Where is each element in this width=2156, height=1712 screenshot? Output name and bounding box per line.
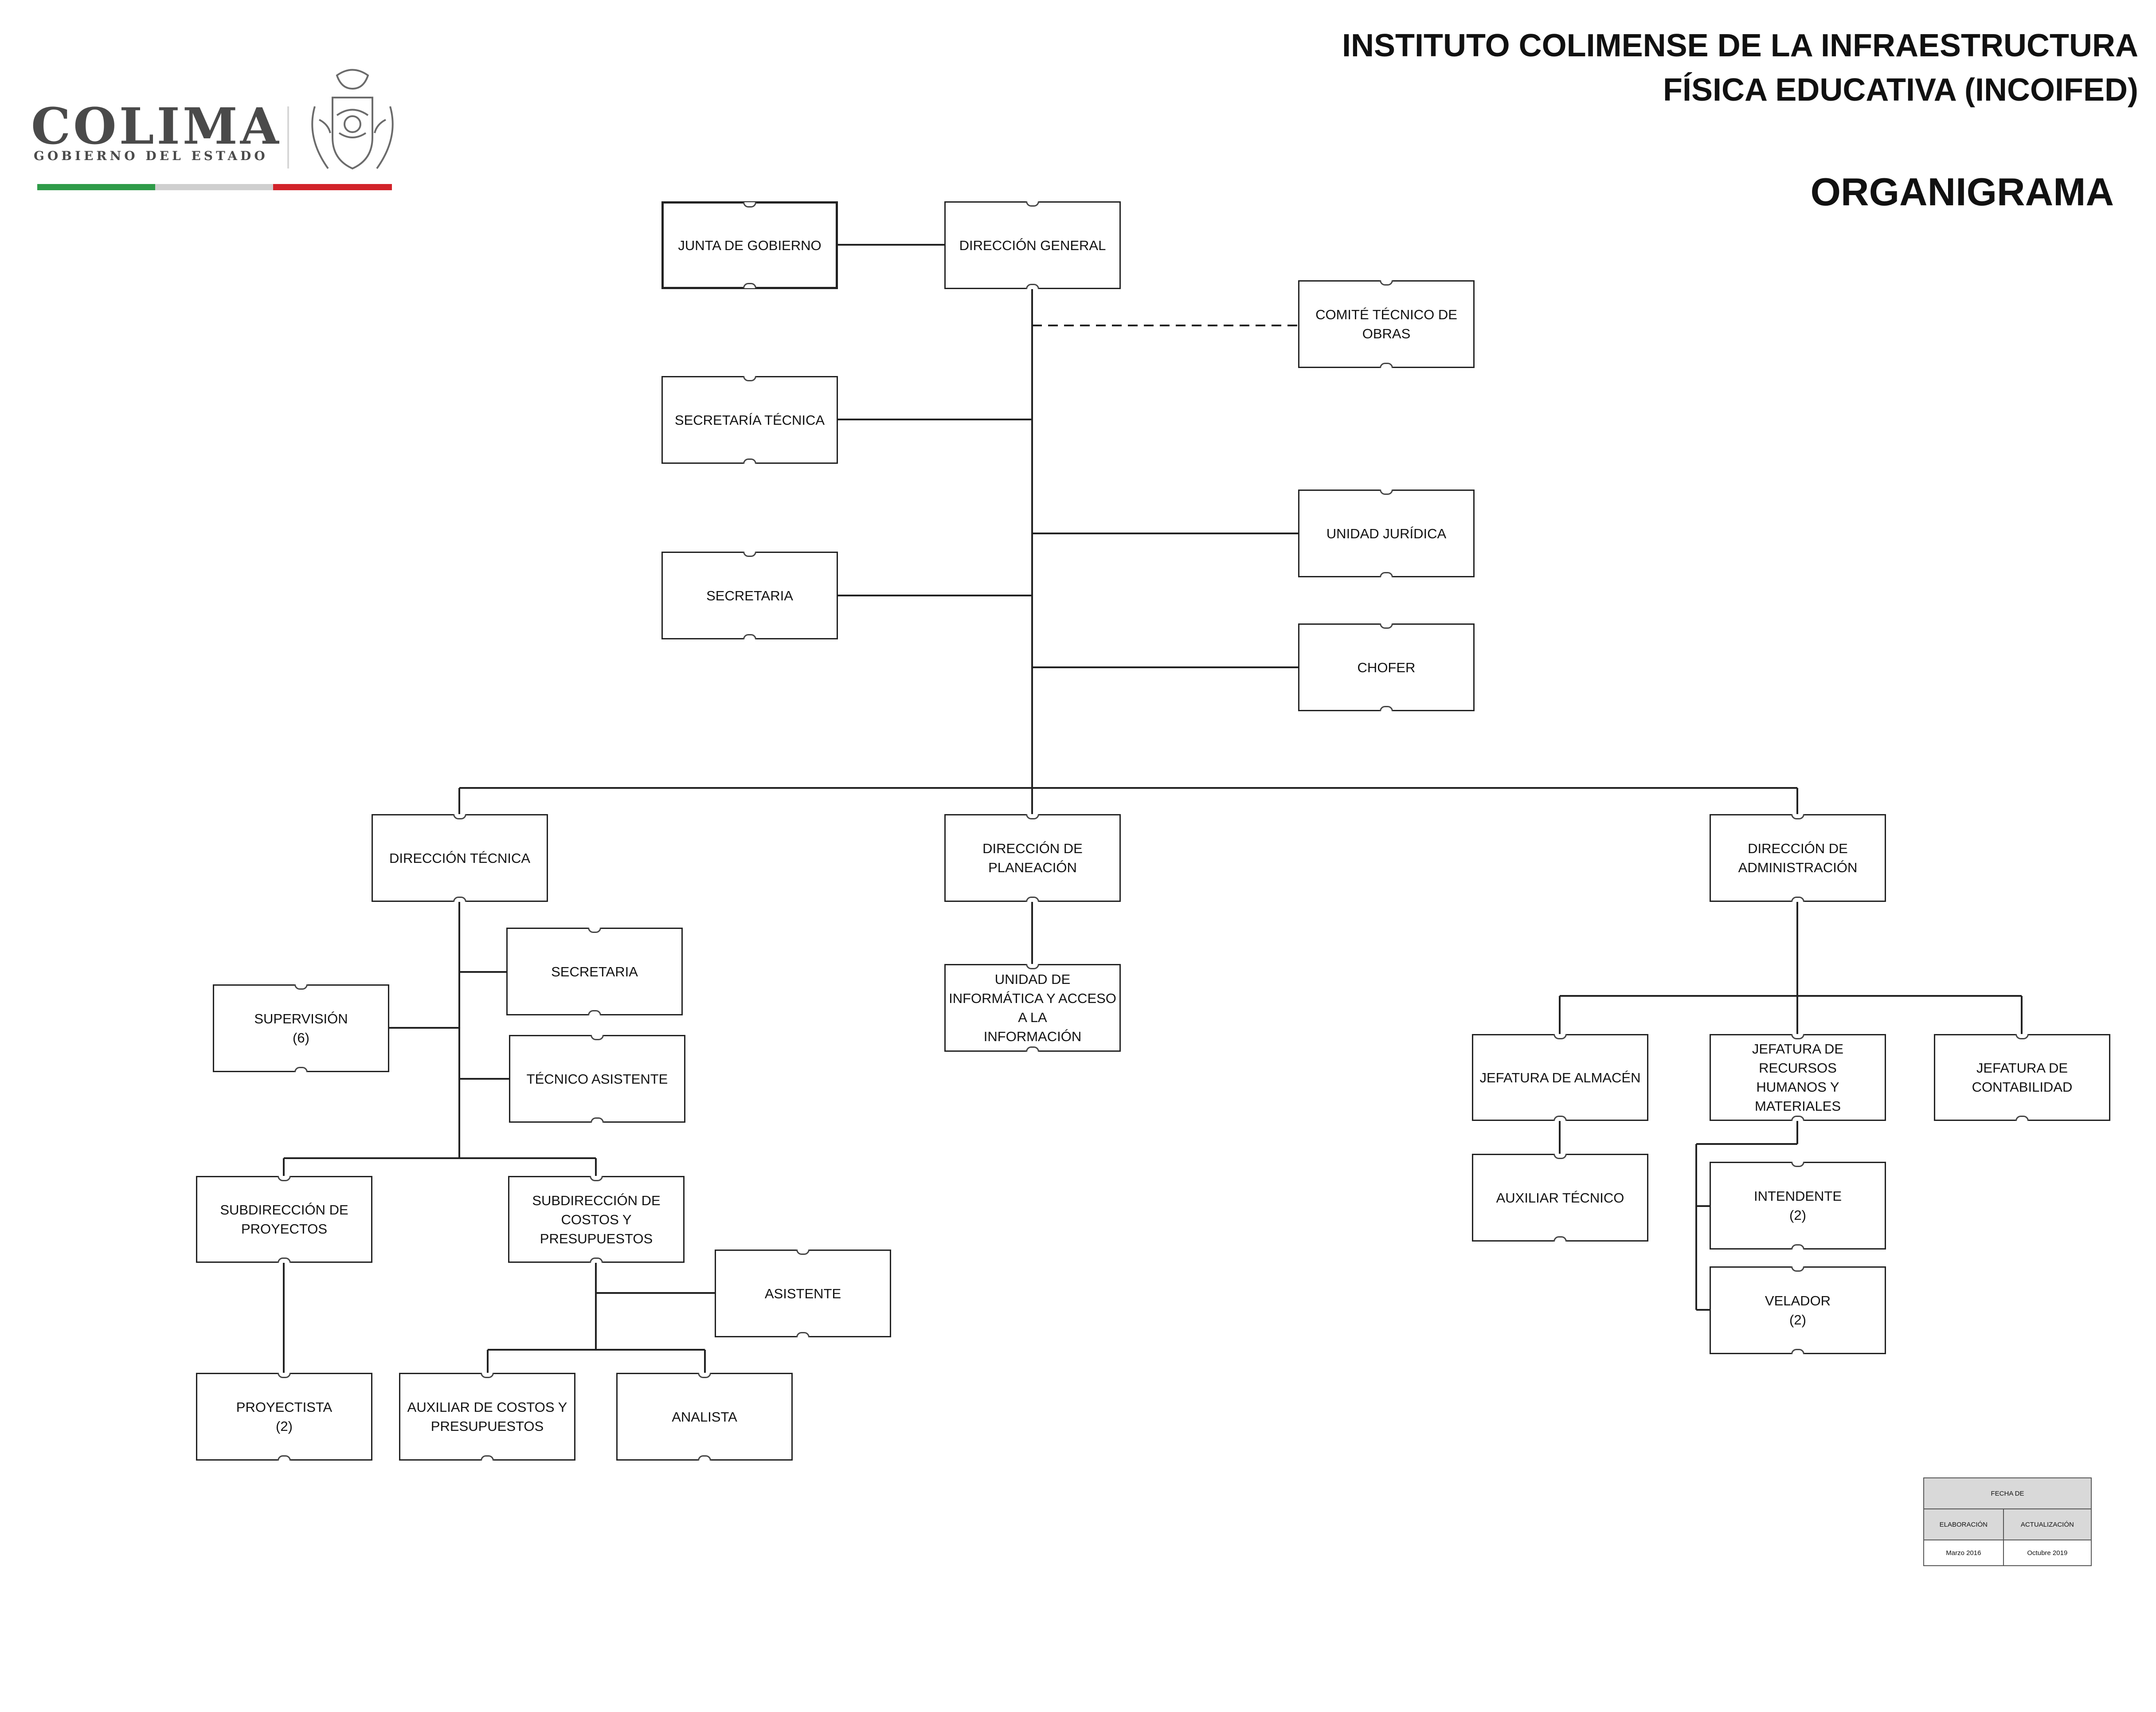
dates-col2-label: ACTUALIZACIÓN bbox=[2003, 1508, 2092, 1540]
dates-col2-value: Octubre 2019 bbox=[2003, 1540, 2092, 1566]
box-jefatura-rrhh: JEFATURA DE RECURSOS HUMANOS Y MATERIALE… bbox=[1710, 1034, 1886, 1121]
dates-table: FECHA DE ELABORACIÓN ACTUALIZACIÓN Marzo… bbox=[1923, 1477, 2092, 1566]
page-title: ORGANIGRAMA bbox=[1810, 170, 2114, 214]
box-unidad-informatica: UNIDAD DE INFORMÁTICA Y ACCESO A LA INFO… bbox=[944, 964, 1121, 1052]
box-secretaria-dt: SECRETARIA bbox=[506, 928, 683, 1015]
coat-of-arms-icon bbox=[311, 69, 394, 170]
logo-wordmark: COLIMA bbox=[31, 98, 282, 156]
box-tecnico-asistente: TÉCNICO ASISTENTE bbox=[509, 1035, 685, 1123]
dates-header: FECHA DE bbox=[1923, 1477, 2092, 1509]
box-auxiliar-tecnico: AUXILIAR TÉCNICO bbox=[1472, 1154, 1648, 1242]
box-velador: VELADOR (2) bbox=[1710, 1266, 1886, 1354]
box-secretaria-tecnica: SECRETARÍA TÉCNICA bbox=[661, 376, 838, 464]
box-supervision: SUPERVISIÓN (6) bbox=[213, 984, 389, 1072]
box-subdireccion-costos: SUBDIRECCIÓN DE COSTOS Y PRESUPUESTOS bbox=[508, 1176, 685, 1263]
box-direccion-tecnica: DIRECCIÓN TÉCNICA bbox=[372, 814, 548, 902]
box-auxiliar-costos: AUXILIAR DE COSTOS Y PRESUPUESTOS bbox=[399, 1373, 575, 1461]
box-proyectista: PROYECTISTA (2) bbox=[196, 1373, 372, 1461]
logo-bar-red bbox=[273, 184, 392, 190]
dates-col1-value: Marzo 2016 bbox=[1923, 1540, 2004, 1566]
logo-subtext: GOBIERNO DEL ESTADO bbox=[34, 149, 268, 163]
box-jefatura-contabilidad: JEFATURA DE CONTABILIDAD bbox=[1934, 1034, 2110, 1121]
logo-bar-gray bbox=[155, 184, 273, 190]
box-direccion-administracion: DIRECCIÓN DE ADMINISTRACIÓN bbox=[1710, 814, 1886, 902]
box-chofer: CHOFER bbox=[1298, 623, 1475, 711]
box-asistente: ASISTENTE bbox=[715, 1250, 891, 1337]
box-secretaria-dg: SECRETARIA bbox=[661, 552, 838, 639]
box-unidad-juridica: UNIDAD JURÍDICA bbox=[1298, 490, 1475, 577]
box-junta-de-gobierno: JUNTA DE GOBIERNO bbox=[661, 201, 838, 289]
box-jefatura-almacen: JEFATURA DE ALMACÉN bbox=[1472, 1034, 1648, 1121]
box-intendente: INTENDENTE (2) bbox=[1710, 1162, 1886, 1250]
logo-bar-green bbox=[37, 184, 155, 190]
colima-logo: COLIMA GOBIERNO DEL ESTADO bbox=[31, 67, 399, 195]
box-comite-tecnico-de-obras: COMITÉ TÉCNICO DE OBRAS bbox=[1298, 280, 1475, 368]
box-analista: ANALISTA bbox=[616, 1373, 793, 1461]
institute-title-line-2: FÍSICA EDUCATIVA (INCOIFED) bbox=[1663, 72, 2138, 108]
logo-divider bbox=[287, 106, 289, 168]
box-subdireccion-proyectos: SUBDIRECCIÓN DE PROYECTOS bbox=[196, 1176, 372, 1263]
institute-title-line-1: INSTITUTO COLIMENSE DE LA INFRAESTRUCTUR… bbox=[1342, 28, 2138, 63]
box-direccion-planeacion: DIRECCIÓN DE PLANEACIÓN bbox=[944, 814, 1121, 902]
dates-col1-label: ELABORACIÓN bbox=[1923, 1508, 2004, 1540]
box-direccion-general: DIRECCIÓN GENERAL bbox=[944, 201, 1121, 289]
